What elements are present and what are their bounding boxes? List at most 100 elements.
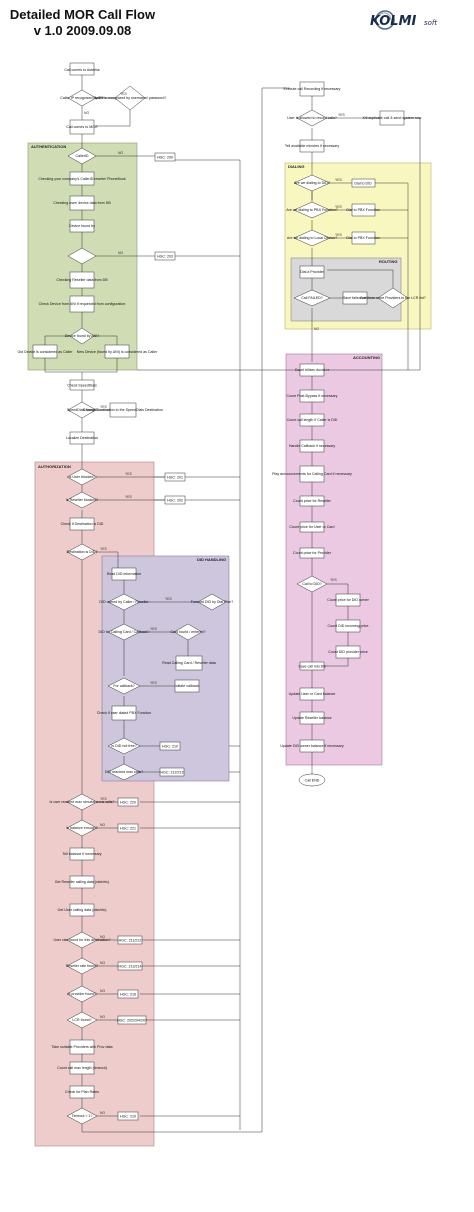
hgc-201-node xyxy=(164,472,186,482)
did-cc-text: DID for Calling Card / Callback? xyxy=(99,630,150,634)
logo-swirl-icon xyxy=(375,10,395,30)
reseller-blocked-text: Is Reseller blocked? xyxy=(66,498,98,502)
count-did-owner-text: Count price for DID owner xyxy=(327,598,369,602)
dial-provider-text: Dial a Provider xyxy=(300,270,324,274)
dial-pbx2-node xyxy=(351,231,376,245)
dest-did-decision xyxy=(66,543,98,561)
lcr-found-decision xyxy=(66,1011,98,1029)
reseller-rate-decision xyxy=(66,957,98,975)
change-dest-text: Change Destination to the SpeedDials Des… xyxy=(83,408,163,412)
no-label: NO xyxy=(314,327,319,331)
count-billsec-text: Count billsec duration xyxy=(295,368,330,372)
yes-label: YES xyxy=(165,597,173,601)
yes-label: YES xyxy=(150,681,158,685)
count-billsec-node xyxy=(299,363,325,377)
reseller-blocked-decision xyxy=(66,491,98,509)
read-did-node xyxy=(111,567,137,581)
speeddials-text: SpeedDials found? xyxy=(67,408,97,412)
tell-available-node xyxy=(299,139,325,153)
dialing-local-decision xyxy=(293,229,331,247)
forward-dp-decision xyxy=(197,593,227,611)
lcr-found-text: LCR found? xyxy=(72,1018,91,1022)
user-simultaneous-decision xyxy=(66,793,98,811)
count-post-node xyxy=(299,389,325,403)
check-plan-node xyxy=(69,1085,95,1099)
hgc-216-text: HGC: 216 xyxy=(120,993,136,997)
provider-found-decision xyxy=(66,985,98,1003)
dialing-did-decision xyxy=(293,174,331,192)
dial-pbx2-text: Dial to PBX Function xyxy=(346,236,379,240)
timeout-decision xyxy=(66,1107,98,1125)
hgc-200-text: HGC: 200 xyxy=(157,156,173,160)
save-failed-text: Save failed call xyxy=(343,296,367,300)
no-label: NO xyxy=(84,111,89,115)
dialing-label: DIALING xyxy=(288,164,304,169)
dialing-local-text: Are we dialing to Local Device? xyxy=(287,236,337,240)
initiate-callback-node xyxy=(174,679,200,693)
check-dest-did-text: Check if Destination is DID xyxy=(61,522,104,526)
count-call-max-node xyxy=(69,1061,95,1075)
hgc-221-node xyxy=(117,823,139,833)
routing-label: ROUTING xyxy=(379,259,397,264)
hgc-210b-node xyxy=(117,1111,139,1121)
call-to-did-decision xyxy=(296,575,328,593)
change-dest-node xyxy=(109,402,137,418)
logo-sub-text: soft xyxy=(424,19,437,27)
hgc-200-node xyxy=(154,152,176,162)
user-rate-decision xyxy=(66,931,98,949)
call-end-node xyxy=(298,773,326,787)
call-failed-decision xyxy=(293,289,331,307)
read-cc-text: Read Calling Card / Reseller data xyxy=(162,661,216,665)
no-label: NO xyxy=(100,1015,105,1019)
yes-label: YES xyxy=(125,472,133,476)
hgc-211-node xyxy=(117,935,143,945)
check-user-device-node xyxy=(69,195,95,211)
page-title: Detailed MOR Call Flow xyxy=(9,7,156,22)
hgc-213-text: HGC: 213/214 xyxy=(119,965,142,969)
hgc-216-node xyxy=(117,989,139,999)
dial-did-node xyxy=(351,178,376,188)
more-providers-decision xyxy=(377,287,409,309)
old-device-node xyxy=(32,344,58,359)
localize-dest-node xyxy=(69,431,95,445)
no-label: NO xyxy=(100,823,105,827)
no-label: NO xyxy=(100,935,105,939)
hgc-202b-text: HGC: 202/204/207 xyxy=(117,1019,147,1023)
dialing-did-text: Are we dialing to DID? xyxy=(294,181,330,185)
update-reseller-text: Update Reseller balance xyxy=(292,716,331,720)
hgc-220-node xyxy=(117,797,139,807)
yes-label: YES xyxy=(335,205,343,209)
execute-recording-node xyxy=(299,81,325,97)
yes-label: YES xyxy=(120,92,128,96)
user-simultaneous-text: Is user reached max simultaneous calls? xyxy=(50,800,115,804)
hgc-212-node xyxy=(159,767,185,777)
hgc-203-text: HGC: 203 xyxy=(157,255,173,259)
hgc-212-text: HGC: 212/213 xyxy=(161,771,184,775)
callerid-decision xyxy=(67,147,97,165)
count-price-user-text: Count price for User or Card xyxy=(289,525,334,529)
caller-user-decision xyxy=(114,85,146,111)
initiate-callback-text: Initiate callback xyxy=(175,684,200,688)
new-device-node xyxy=(104,344,130,359)
check-device-cid-node xyxy=(69,295,95,313)
did-owned-text: DID owned by Caller / Reseller xyxy=(99,600,149,604)
hgc-201-text: HGC: 201 xyxy=(167,476,183,480)
dial-pbx-node xyxy=(351,203,376,217)
handle-callback-node xyxy=(299,439,325,453)
tell-balance-node xyxy=(69,847,95,861)
did-not-free-decision xyxy=(107,737,141,755)
caller-ip-decision xyxy=(67,89,97,107)
update-reseller-node xyxy=(299,711,325,725)
authorization-label: AUTHORIZATION xyxy=(38,464,71,469)
dialing-pbx-text: Are we dialing to PBX Function? xyxy=(286,208,338,212)
count-price-provider-text: Count price for Provider xyxy=(293,551,332,555)
did-max-decision xyxy=(107,763,141,781)
save-call-db-node xyxy=(299,661,325,671)
yes-label: YES xyxy=(100,797,108,801)
old-device-text: Old Device is considered as Caller xyxy=(18,350,74,354)
no-label: NO xyxy=(118,151,123,155)
hgc-202-node xyxy=(164,495,186,505)
checking-reseller-node xyxy=(69,271,95,289)
device-ani-text: Device found by ANI? xyxy=(65,334,100,338)
timeout-text: Timeout > 1? xyxy=(72,1114,93,1118)
